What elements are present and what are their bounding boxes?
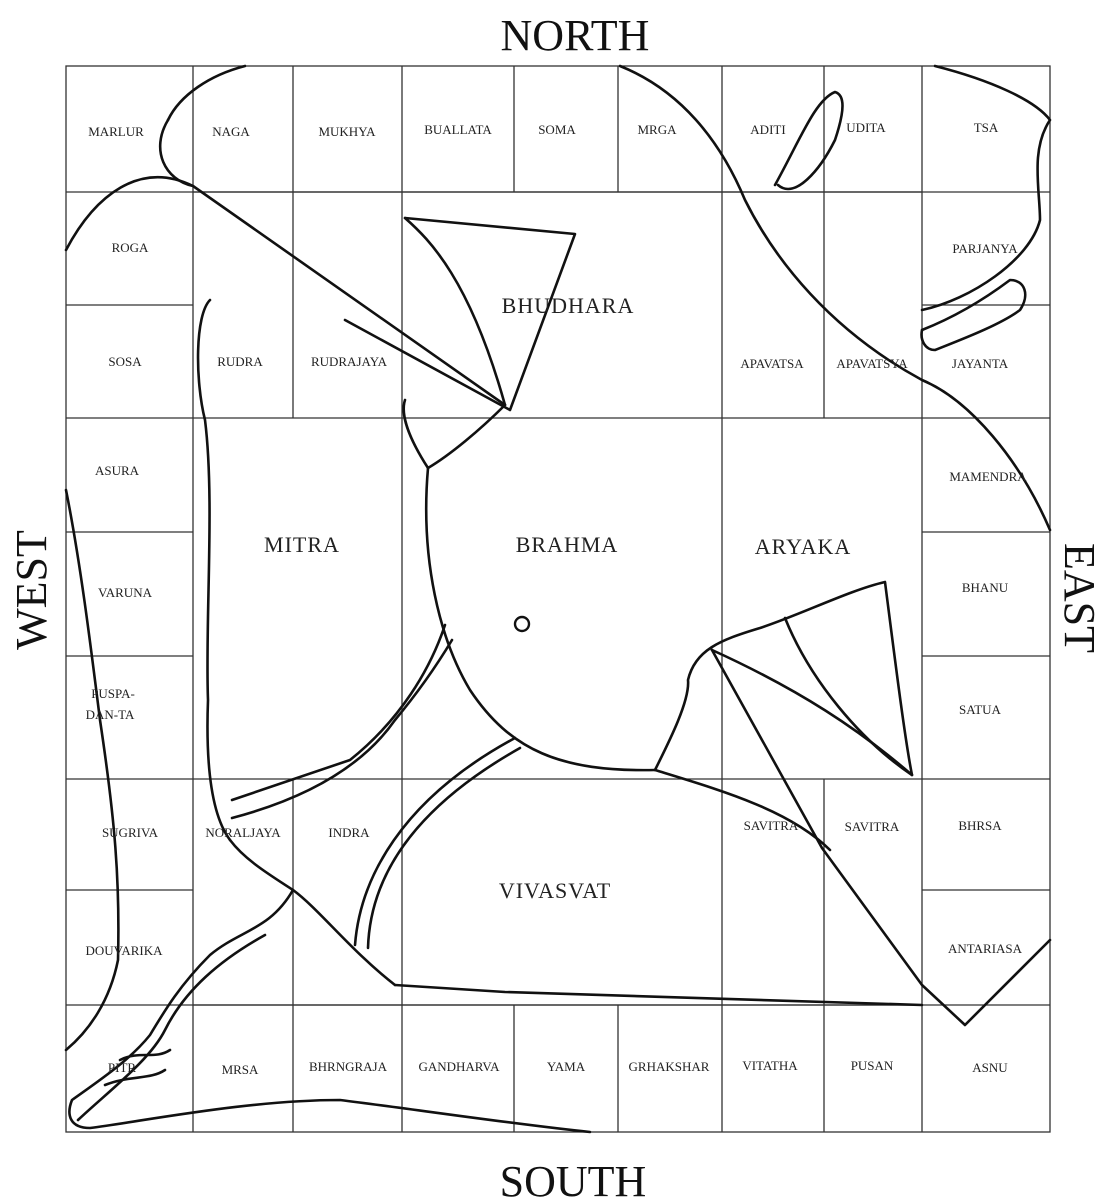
cell-indra: INDRA: [328, 825, 370, 840]
cell-noraljaya: NORALJAYA: [205, 825, 281, 840]
south-label: SOUTH: [500, 1157, 647, 1200]
cell-mamendra: MAMENDRA: [949, 469, 1027, 484]
cell-rudrajaya: RUDRAJAYA: [311, 354, 388, 369]
east-column: PARJANYA JAYANTA MAMENDRA BHANU SATUA BH…: [948, 241, 1027, 956]
cell-jayanta: JAYANTA: [952, 356, 1009, 371]
cell-mitra: MITRA: [264, 532, 340, 557]
cell-savitra-1: SAVITRA: [744, 818, 799, 833]
cell-asura: ASURA: [95, 463, 140, 478]
cell-tsa: TSA: [974, 120, 999, 135]
cell-antariasa: ANTARIASA: [948, 941, 1023, 956]
cell-apavatsya: APAVATSYA: [836, 356, 908, 371]
cell-pitr: PITR: [108, 1060, 137, 1075]
mandala-grid: [66, 66, 1050, 1132]
cell-naga: NAGA: [212, 124, 250, 139]
cell-soma: SOMA: [538, 122, 576, 137]
south-row: PITR MRSA BHRNGRAJA GANDHARVA YAMA GRHAK…: [108, 1058, 1008, 1077]
cell-rudra: RUDRA: [217, 354, 263, 369]
cell-douvarika: DOUVARIKA: [85, 943, 163, 958]
west-label: WEST: [7, 530, 56, 650]
cell-gandharva: GANDHARVA: [418, 1059, 500, 1074]
cell-marlur: MARLUR: [88, 124, 144, 139]
cell-bhrngraja: BHRNGRAJA: [309, 1059, 388, 1074]
cell-aditi: ADITI: [750, 122, 785, 137]
cell-brahma: BRAHMA: [516, 532, 619, 557]
cell-vitatha: VITATHA: [742, 1058, 798, 1073]
cell-savitra-2: SAVITRA: [845, 819, 900, 834]
cell-parjanya: PARJANYA: [952, 241, 1018, 256]
cell-mrsa: MRSA: [222, 1062, 259, 1077]
cell-varuna: VARUNA: [98, 585, 153, 600]
cell-bhanu: BHANU: [962, 580, 1009, 595]
cell-asnu: ASNU: [972, 1060, 1008, 1075]
cell-mukhya: MUKHYA: [318, 124, 376, 139]
cell-puspadanta-line1: PUSPA-: [91, 686, 135, 701]
cell-sosa: SOSA: [108, 354, 142, 369]
cell-mrga: MRGA: [637, 122, 677, 137]
cell-pusan: PUSAN: [851, 1058, 894, 1073]
cell-grhakshar: GRHAKSHAR: [629, 1059, 710, 1074]
purusha-figure: [66, 66, 1050, 1132]
cell-satua: SATUA: [959, 702, 1002, 717]
cell-sugriva: SUGRIVA: [102, 825, 159, 840]
west-column: ROGA SOSA ASURA VARUNA PUSPA- DAN-TA SUG…: [85, 240, 163, 958]
cell-roga: ROGA: [112, 240, 149, 255]
cell-udita: UDITA: [846, 120, 886, 135]
cell-buallata: BUALLATA: [424, 122, 492, 137]
cell-puspadanta-line2: DAN-TA: [86, 707, 135, 722]
north-label: NORTH: [501, 11, 650, 60]
cell-aryaka: ARYAKA: [755, 534, 851, 559]
cell-bhudhara: BHUDHARA: [502, 293, 635, 318]
east-label: EAST: [1055, 543, 1102, 653]
cell-bhrsa: BHRSA: [958, 818, 1002, 833]
cell-vivasvat: VIVASVAT: [499, 878, 611, 903]
cell-yama: YAMA: [547, 1059, 586, 1074]
north-row: MARLUR NAGA MUKHYA BUALLATA SOMA MRGA AD…: [88, 120, 999, 139]
cell-apavatsa: APAVATSA: [740, 356, 804, 371]
